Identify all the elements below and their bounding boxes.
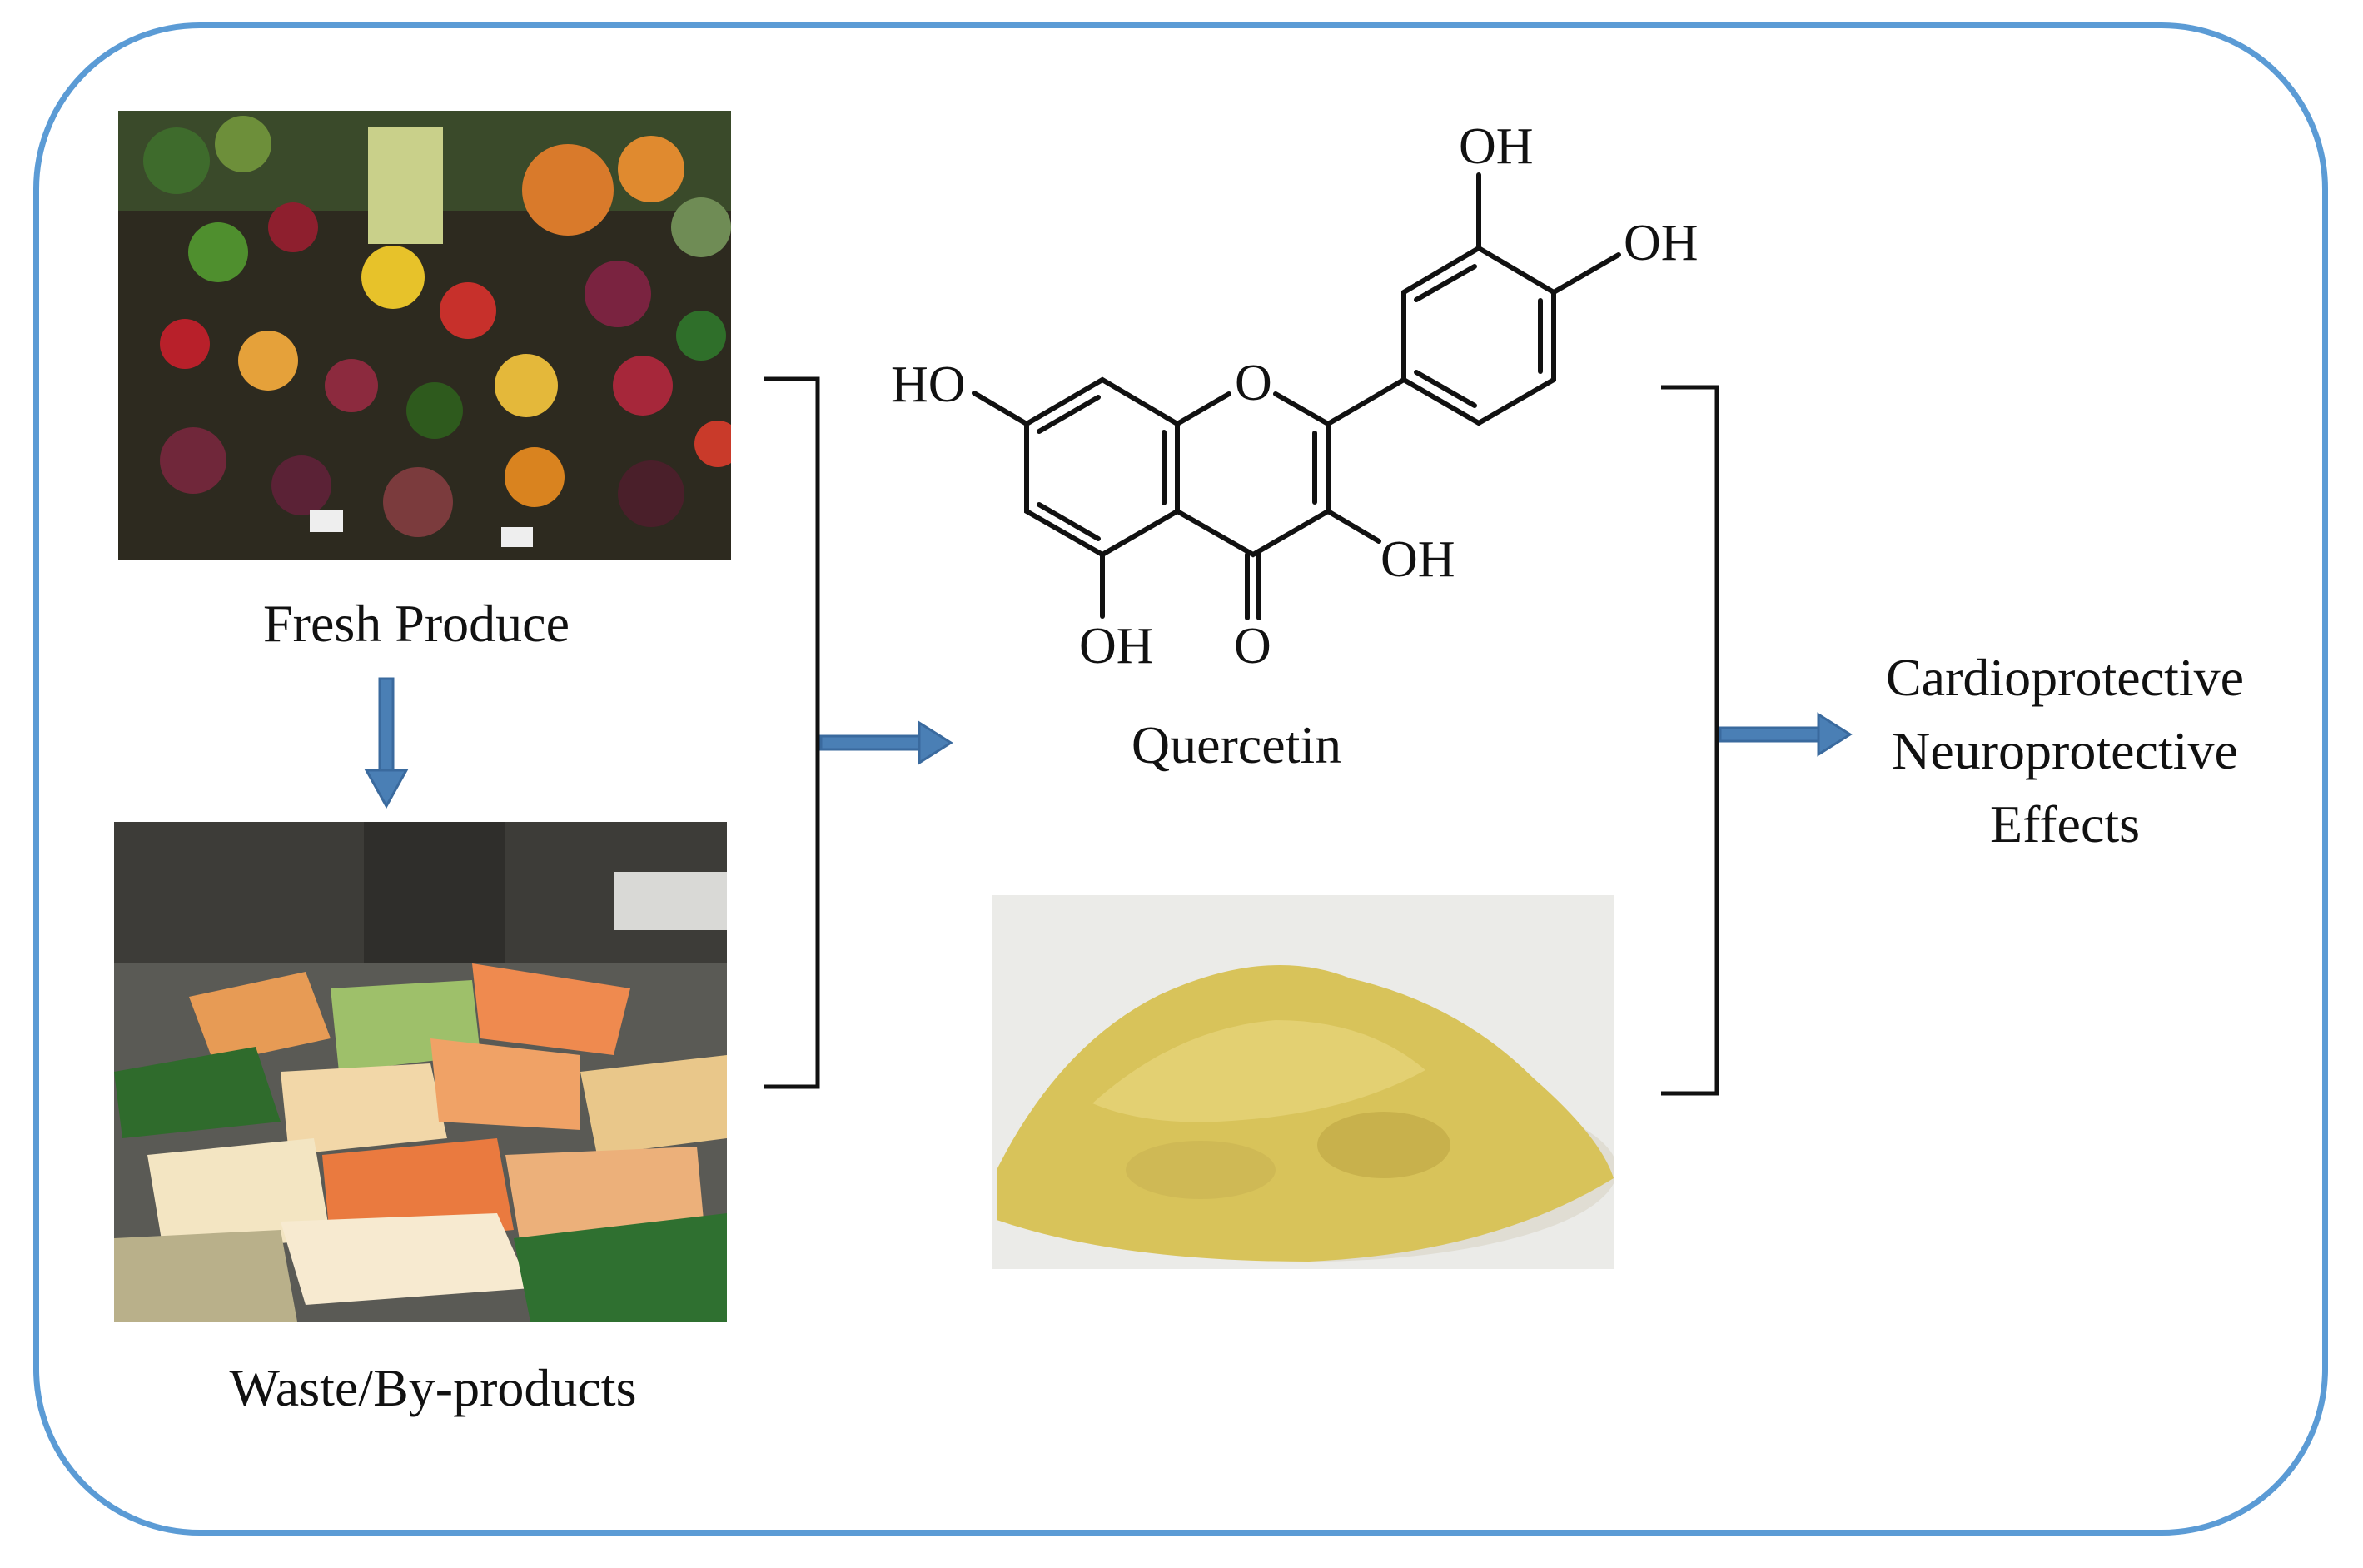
down-arrow xyxy=(364,677,409,809)
waste-image xyxy=(114,822,727,1322)
right-arrow-to-quercetin xyxy=(819,720,953,765)
diagram-frame xyxy=(33,22,2328,1536)
atom-oh-c5: OH xyxy=(1079,618,1154,674)
quercetin-label: Quercetin xyxy=(1131,715,1342,774)
effect-line-2: Neuroprotective xyxy=(1892,721,2238,780)
atom-ho-left: HO xyxy=(891,356,966,413)
left-bracket xyxy=(764,376,820,1089)
fresh-produce-image xyxy=(118,111,731,560)
atom-keto-o: O xyxy=(1234,618,1271,674)
effects-text: Cardioprotective Neuroprotective Effects xyxy=(1832,641,2298,861)
fresh-produce-label: Fresh Produce xyxy=(263,594,570,653)
atom-oh-right: OH xyxy=(1624,215,1699,271)
right-bracket xyxy=(1661,385,1719,1096)
effect-line-3: Effects xyxy=(1989,794,2141,854)
atom-ring-o: O xyxy=(1235,355,1272,411)
atom-oh-c3: OH xyxy=(1380,531,1455,588)
atom-oh-top: OH xyxy=(1459,118,1534,175)
right-arrow-to-effects xyxy=(1719,712,1853,757)
effect-line-1: Cardioprotective xyxy=(1885,648,2245,707)
waste-label: Waste/By-products xyxy=(229,1358,637,1417)
quercetin-powder-image xyxy=(992,895,1614,1269)
quercetin-atom-labels: OH OH HO O OH OH O xyxy=(891,118,1699,674)
quercetin-structure xyxy=(972,172,1621,620)
